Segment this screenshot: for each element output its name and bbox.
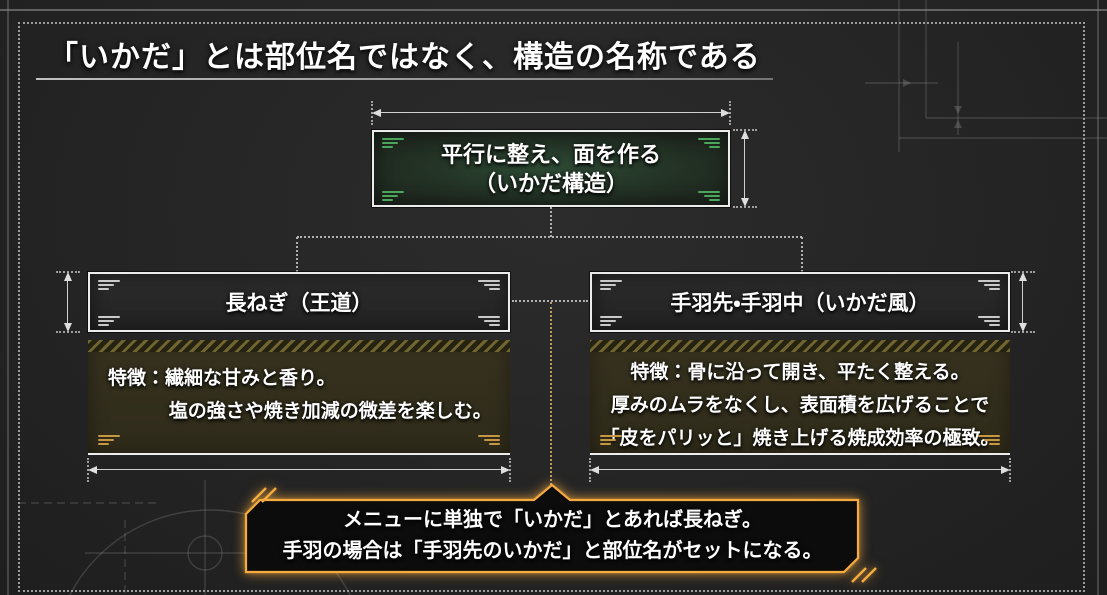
connector-left-drop bbox=[296, 237, 298, 272]
corner-lines-icon bbox=[698, 138, 720, 150]
left-branch-label: 長ねぎ（王道） bbox=[225, 292, 373, 315]
right-feature-panel: 特徴：骨に沿って開き、平たく整える。 厚みのムラをなくし、表面積を広げることで … bbox=[590, 340, 1010, 455]
frame-dotted-border bbox=[18, 22, 1085, 592]
dimension-line-left-height bbox=[56, 271, 80, 333]
corner-lines-icon bbox=[382, 138, 404, 150]
corner-lines-icon bbox=[978, 280, 1000, 292]
hatch-band bbox=[88, 340, 510, 352]
connector-branch-rail bbox=[297, 236, 802, 238]
connector-right-drop bbox=[801, 237, 803, 272]
root-node-line1: 平行に整え、面を作る bbox=[440, 141, 661, 167]
dimension-line-right-height bbox=[1011, 271, 1035, 333]
callout-line2: 手羽の場合は「手羽先のいかだ」と部位名がセットになる。 bbox=[282, 540, 823, 562]
frame-left-line bbox=[7, 0, 9, 595]
frame-right-line bbox=[1097, 0, 1099, 595]
corner-lines-icon bbox=[98, 316, 120, 328]
corner-lines-icon bbox=[698, 191, 720, 203]
corner-lines-icon bbox=[98, 435, 120, 447]
right-branch-box: 手羽先・手羽中（いかだ風） bbox=[590, 272, 1010, 332]
dimension-line-root-height bbox=[733, 129, 757, 208]
corner-lines-icon bbox=[478, 435, 500, 447]
callout-bubble bbox=[244, 483, 877, 583]
corner-lines-icon bbox=[600, 316, 622, 328]
corner-lines-icon bbox=[382, 191, 404, 203]
callout-text: メニューに単独で「いかだ」とあれば長ねぎ。 手羽の場合は「手羽先のいかだ」と部位… bbox=[245, 500, 860, 572]
hatch-band bbox=[590, 340, 1010, 352]
connector-to-callout bbox=[550, 302, 552, 485]
corner-lines-icon bbox=[978, 316, 1000, 328]
title-underline bbox=[36, 78, 773, 80]
right-branch-label: 手羽先・手羽中（いかだ風） bbox=[670, 292, 930, 315]
dimension-line-left-width bbox=[87, 458, 511, 482]
right-feature-line2: 厚みのムラをなくし、表面積を広げることで bbox=[610, 395, 990, 416]
dimension-line-root-width bbox=[371, 101, 731, 125]
right-feature-line3: 「皮をパリッと」焼き上げる焼成効率の極致。 bbox=[600, 428, 1000, 449]
connector-root-stem bbox=[550, 207, 552, 237]
root-node-line2: （いかだ構造） bbox=[473, 170, 628, 196]
corner-lines-icon bbox=[600, 280, 622, 292]
callout-line1: メニューに単独で「いかだ」とあれば長ねぎ。 bbox=[343, 509, 762, 531]
corner-lines-icon bbox=[478, 280, 500, 292]
left-feature-line1: 特徴：繊細な甘みと香り。 bbox=[108, 368, 336, 389]
corner-slash-icon bbox=[251, 487, 877, 583]
left-branch-box: 長ねぎ（王道） bbox=[88, 272, 510, 332]
left-feature-panel: 特徴：繊細な甘みと香り。 塩の強さや焼き加減の微差を楽しむ。 bbox=[88, 340, 510, 455]
corner-lines-icon bbox=[978, 435, 1000, 447]
dimension-line-right-width bbox=[589, 458, 1011, 482]
frame-top-line bbox=[0, 9, 1107, 11]
root-node-box: 平行に整え、面を作る （いかだ構造） bbox=[372, 130, 730, 207]
corner-lines-icon bbox=[98, 280, 120, 292]
panel-baseline bbox=[88, 453, 510, 455]
corner-lines-icon bbox=[600, 435, 622, 447]
right-feature-line1: 特徴：骨に沿って開き、平たく整える。 bbox=[630, 362, 970, 383]
corner-lines-icon bbox=[478, 316, 500, 328]
left-feature-line2: 塩の強さや焼き加減の微差を楽しむ。 bbox=[168, 401, 492, 422]
connector-between-boxes bbox=[512, 300, 588, 302]
panel-baseline bbox=[590, 453, 1010, 455]
page-title: 「いかだ」とは部位名ではなく、構造の名称である bbox=[48, 41, 761, 74]
